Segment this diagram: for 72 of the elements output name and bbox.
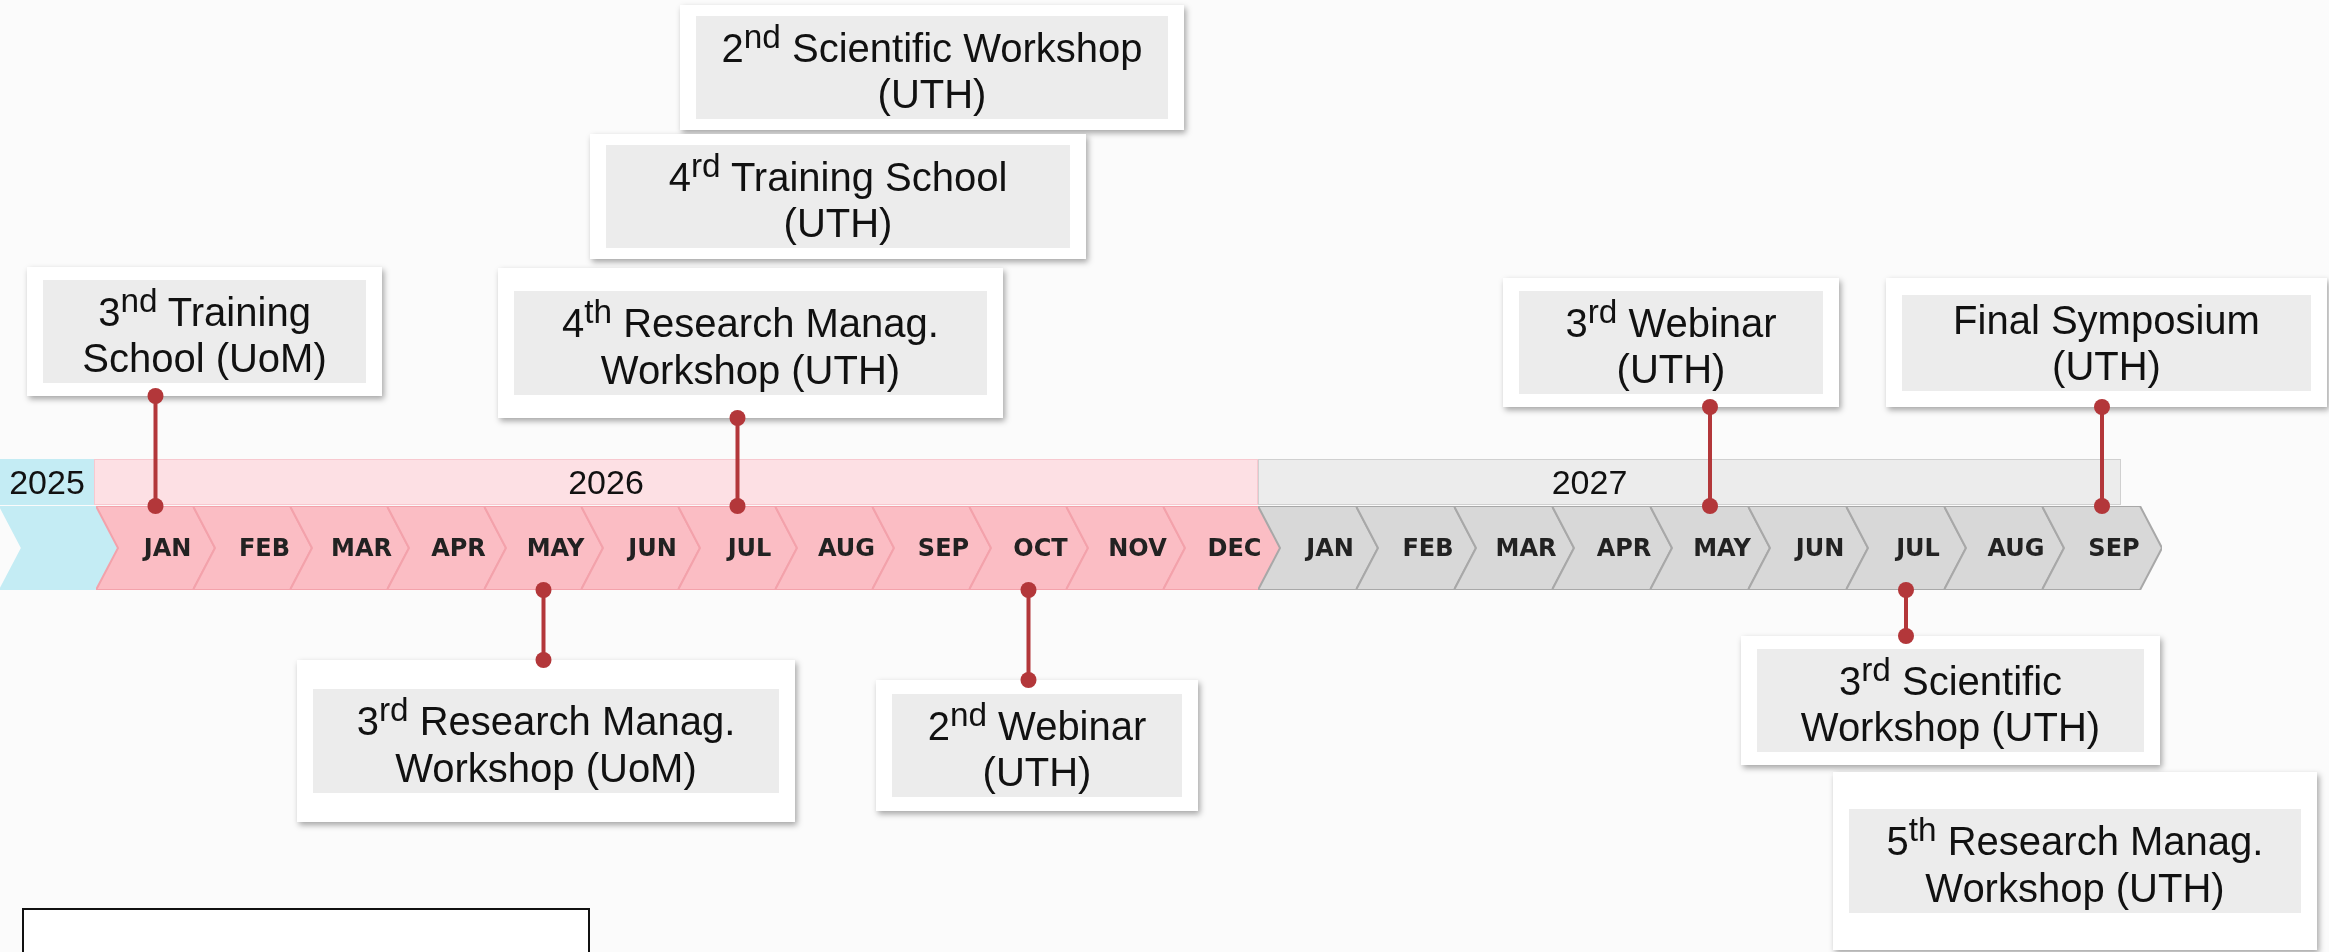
month-label: FEB (1401, 533, 1455, 564)
leader-line (1898, 582, 1914, 644)
month-tab (484, 506, 603, 590)
month-label: OCT (1012, 533, 1069, 564)
event-card (1833, 772, 2317, 950)
event-label: 4$^{th}$ Research Manag. Workshop (UTH) (514, 291, 987, 395)
month-label: SEP (916, 533, 971, 564)
month-label: JUL (725, 533, 773, 564)
month-tab (96, 506, 215, 590)
month-label: JUN (626, 533, 678, 564)
month-label: JAN (141, 533, 193, 564)
month-tab (193, 506, 312, 590)
leader-line (1702, 399, 1718, 514)
month-tab (678, 506, 797, 590)
leader-line (535, 582, 552, 668)
event-card (1741, 636, 2160, 765)
month-tab (290, 506, 409, 590)
event-label: 3$^{rd}$ Research Manag. Workshop (UoM) (313, 689, 779, 793)
event-label: 4$^{rd}$ Training School (UTH) (606, 144, 1070, 249)
leader-line (2094, 399, 2110, 514)
month-label: JAN (1304, 533, 1355, 564)
event-card (1886, 278, 2327, 407)
event-card (876, 680, 1198, 811)
month-label: APR (1595, 533, 1653, 564)
leader-line (729, 410, 746, 514)
event-card (1503, 278, 1839, 407)
month-label: MAY (525, 533, 586, 564)
month-label: MAR (1494, 533, 1558, 564)
month-label: MAR (330, 533, 393, 564)
event-label: 5$^{th}$ Research Manag. Workshop (UTH) (1849, 809, 2301, 913)
event-card (680, 5, 1184, 130)
month-label: MAY (1692, 533, 1752, 564)
event-label: 3$^{rd}$ Webinar (UTH) (1519, 290, 1823, 395)
event-label: 3$^{rd}$ Scientific Workshop (UTH) (1757, 648, 2144, 753)
year-band (1258, 459, 2121, 505)
month-label: SEP (2087, 533, 2141, 564)
event-label: 3$^{nd}$ Training School (UoM) (43, 279, 366, 384)
empty-frame (22, 908, 590, 952)
month-tab (1356, 506, 1476, 590)
month-tab (969, 506, 1088, 590)
month-tab (1944, 506, 2064, 590)
month-label: AUG (817, 533, 876, 564)
event-card (27, 267, 382, 396)
event-label: Final Symposium (UTH) (1902, 294, 2311, 391)
month-label: APR (430, 533, 487, 564)
month-tab (1846, 506, 1966, 590)
year-band (94, 459, 1258, 505)
month-label: DEC (1206, 533, 1263, 564)
month-tab (1258, 506, 1378, 590)
month-tab (1650, 506, 1770, 590)
month-label: JUL (1894, 533, 1941, 564)
month-label: NOV (1107, 533, 1168, 564)
event-card (498, 268, 1003, 418)
leader-line (1020, 582, 1037, 688)
month-tab (1066, 506, 1185, 590)
month-label: AUG (1986, 533, 2046, 564)
month-tab (775, 506, 894, 590)
month-tab (872, 506, 991, 590)
event-label: 2$^{nd}$ Scientific Workshop (UTH) (696, 15, 1168, 120)
event-card (590, 134, 1086, 259)
month-tab (1454, 506, 1574, 590)
year-band (0, 459, 94, 505)
year-label: 2025 (9, 462, 85, 502)
year-label: 2027 (1551, 462, 1628, 502)
leader-line (147, 388, 164, 514)
month-tab (2042, 506, 2162, 590)
event-label: 2$^{nd}$ Webinar (UTH) (892, 693, 1182, 798)
event-card (297, 660, 795, 822)
month-label: JUN (1793, 533, 1846, 564)
timeline-start-tab (0, 506, 120, 590)
month-label: FEB (237, 533, 292, 564)
year-label: 2026 (568, 462, 644, 502)
